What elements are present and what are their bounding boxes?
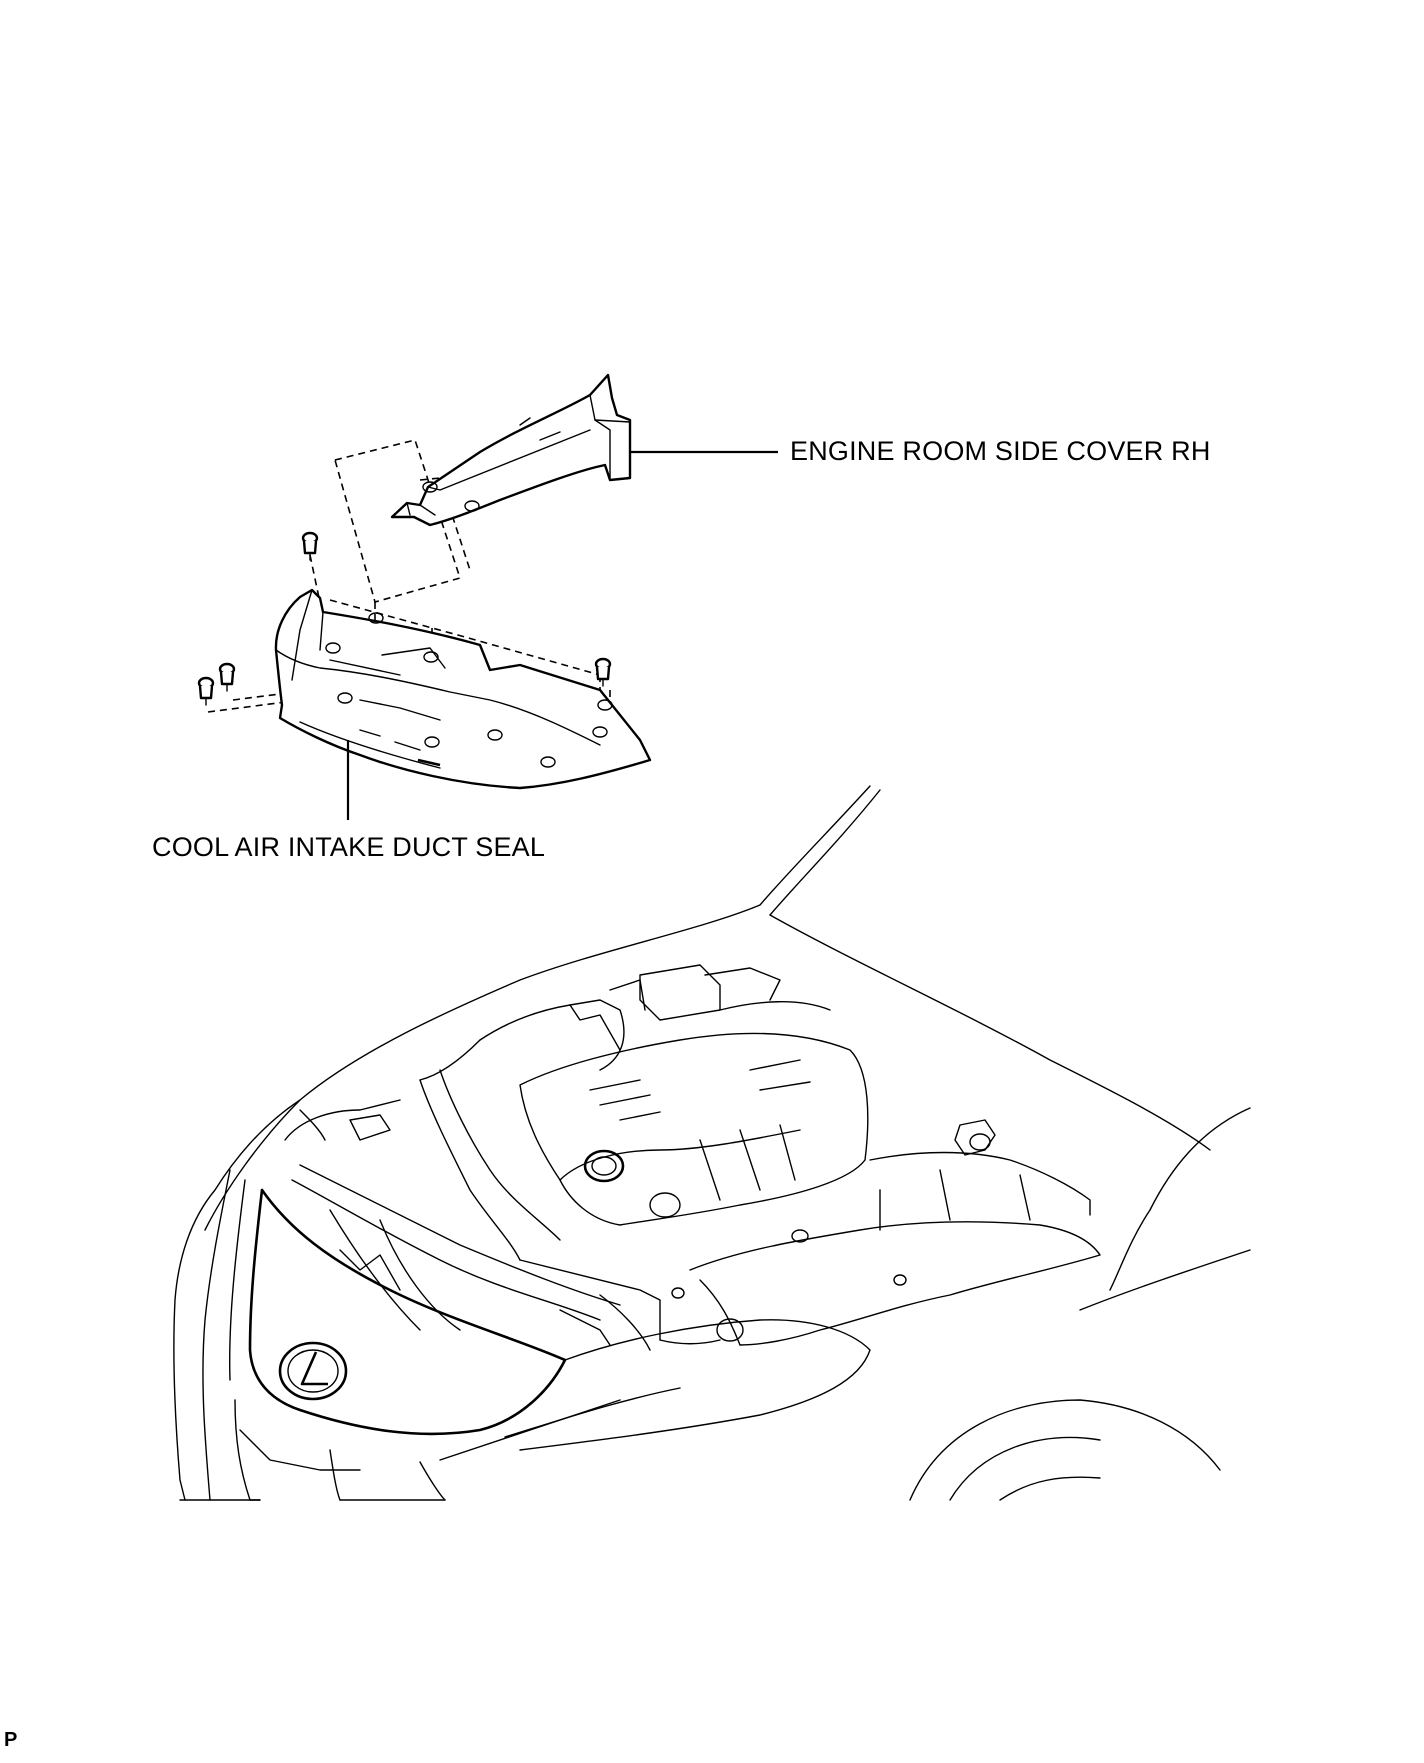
engine-room-side-cover-label: ENGINE ROOM SIDE COVER RH	[790, 436, 1211, 466]
engine-room-side-cover-rh	[390, 373, 632, 527]
clip-icon	[301, 531, 319, 561]
clip-icon	[594, 657, 612, 687]
vehicle-front-illustration	[173, 785, 1251, 1501]
cool-air-intake-duct-seal-label: COOL AIR INTAKE DUCT SEAL	[152, 832, 546, 862]
illustration-code: P	[4, 1729, 18, 1751]
lexus-emblem-icon	[278, 1341, 348, 1401]
oil-cap-icon	[583, 1149, 625, 1183]
cool-air-intake-duct-seal	[274, 588, 652, 790]
clip-icon	[218, 662, 236, 692]
clip-icon	[197, 676, 215, 706]
